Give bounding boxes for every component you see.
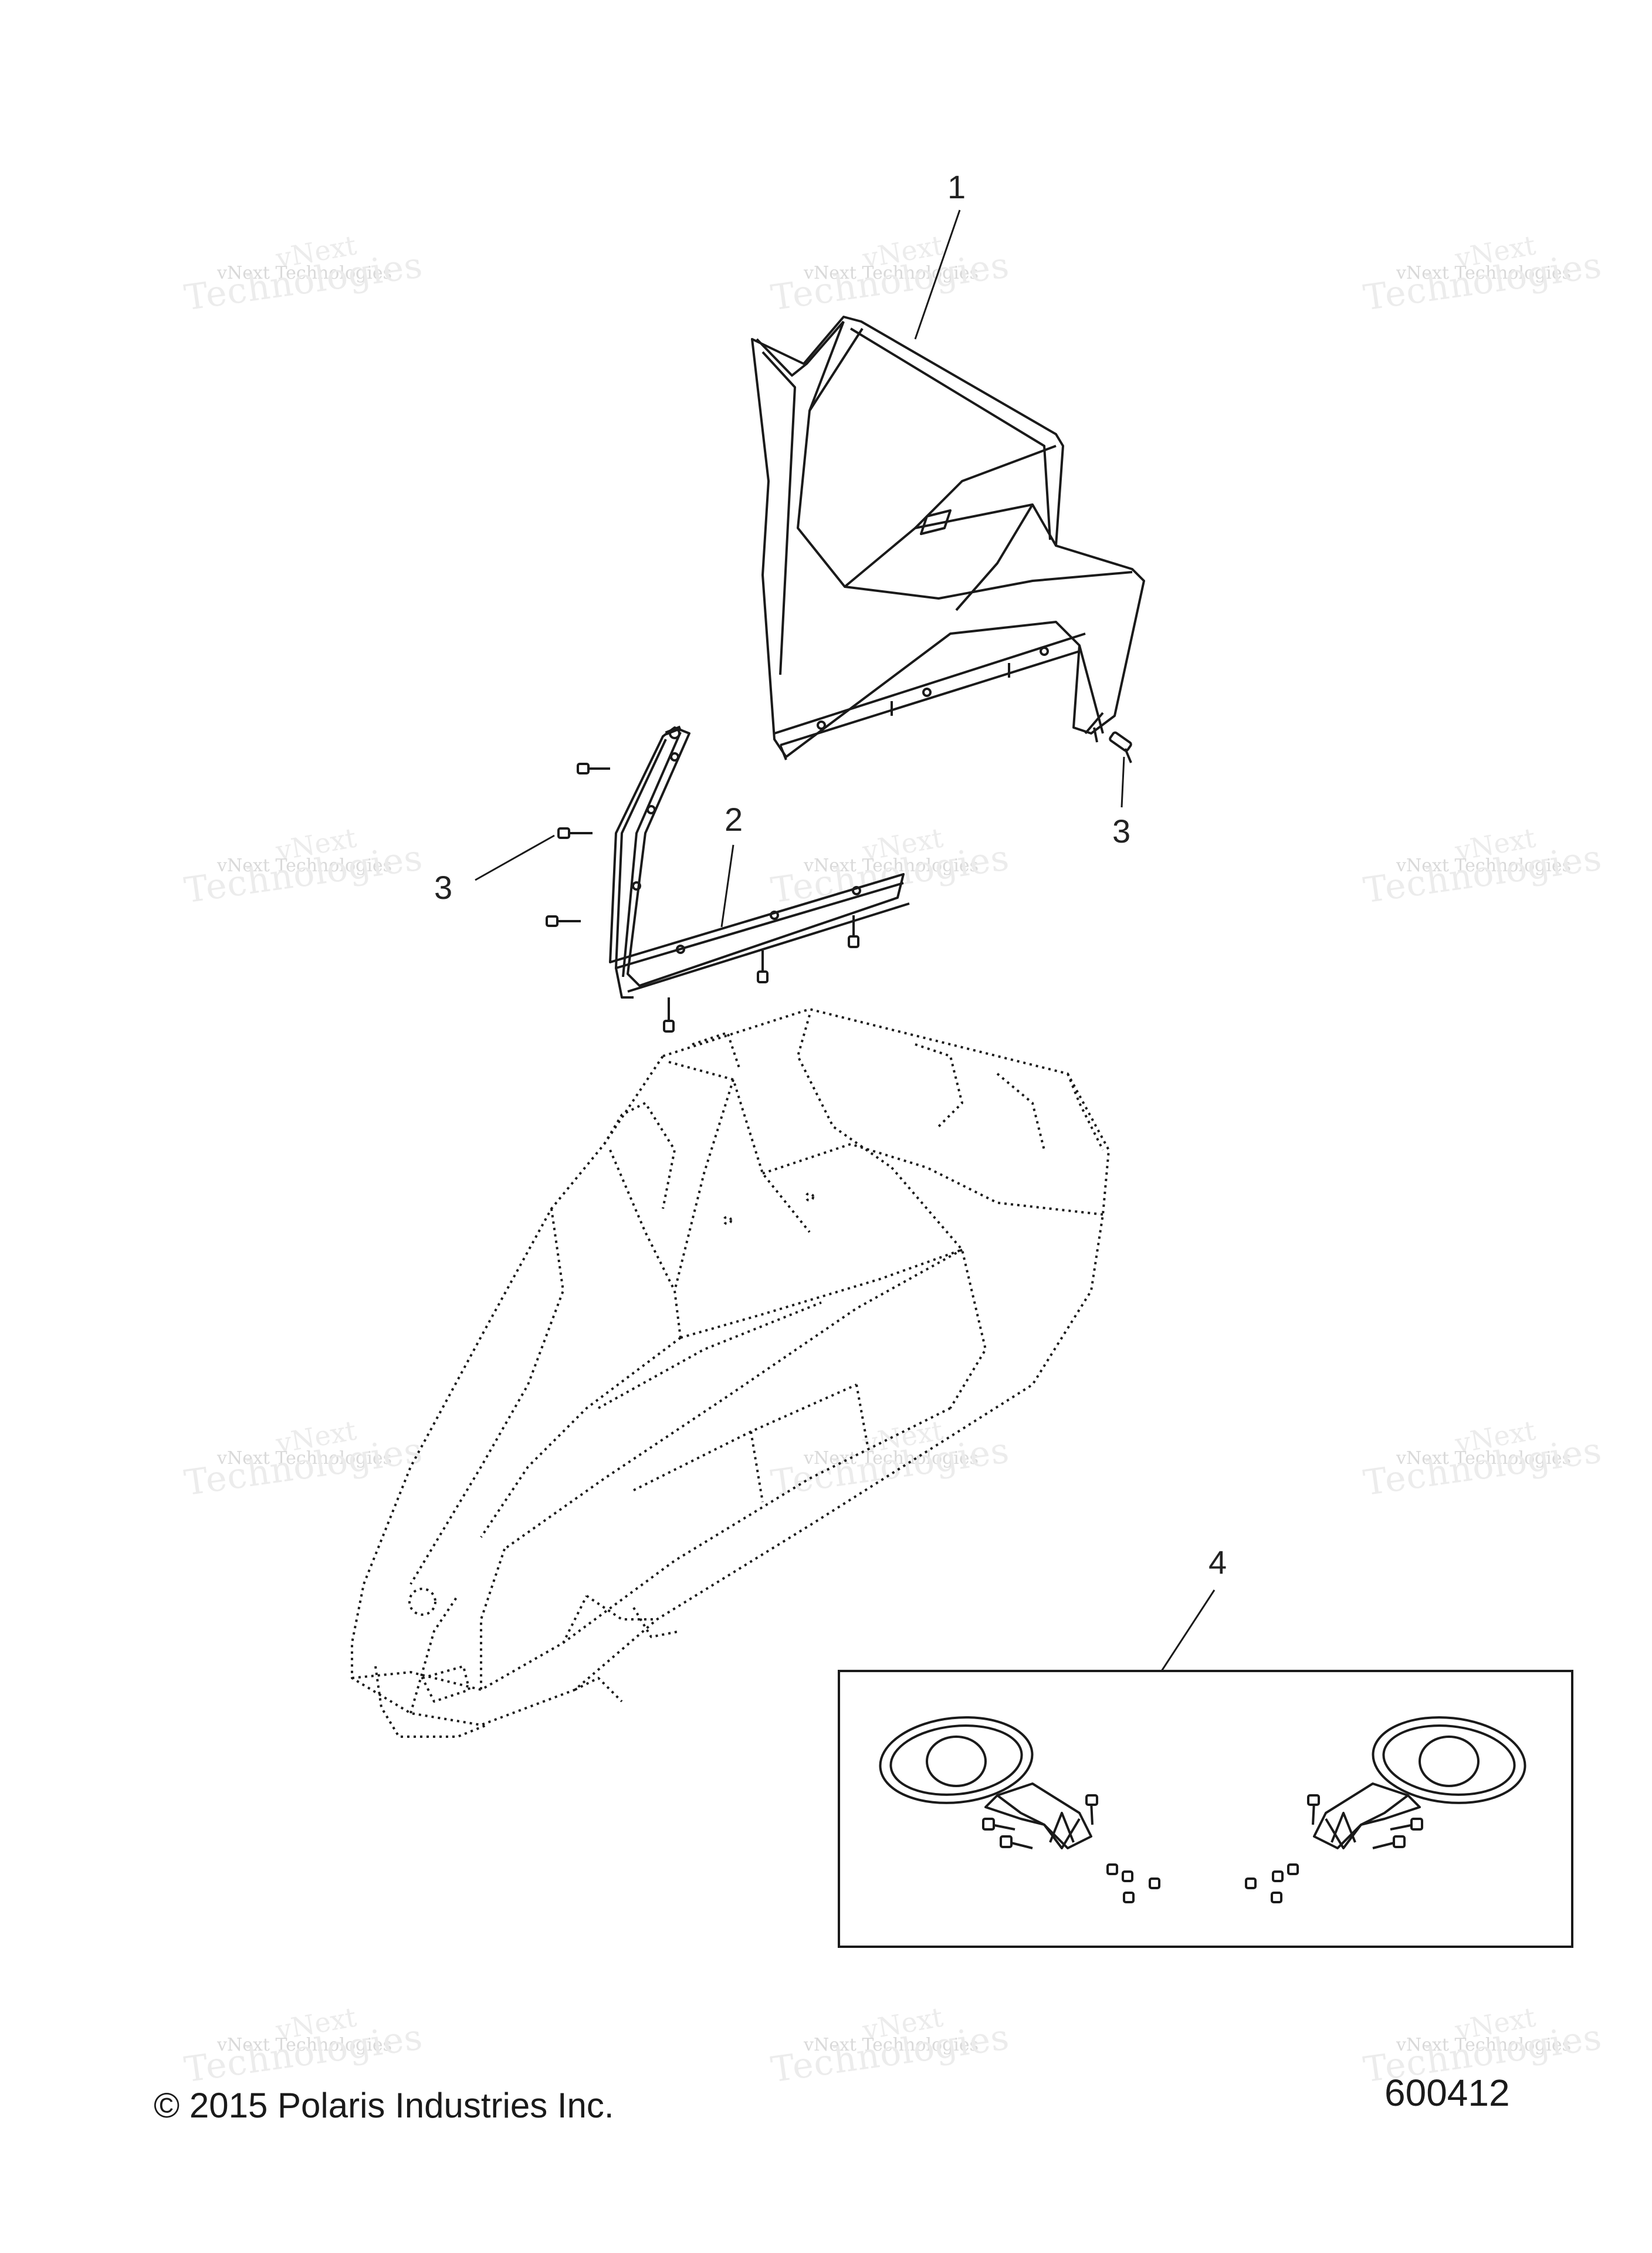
leader-line-3b (1120, 756, 1125, 808)
watermark-vnext-technologies: vNext Technologies (804, 2035, 979, 2055)
screw-icon (546, 763, 859, 1033)
watermark-vnext-technologies: vNext Technologies (217, 1448, 392, 1469)
watermark-vnext-technologies: vNext Technologies (1396, 855, 1572, 876)
watermark: vNext vNext Technologies Technologies (182, 229, 428, 340)
watermark: vNext vNext Technologies Technologies (182, 821, 428, 933)
right-mirror (1245, 1716, 1526, 1903)
hood-reference-outline (351, 1008, 1110, 1738)
watermark-vnext-technologies: vNext Technologies (804, 855, 979, 876)
copyright-text: © 2015 Polaris Industries Inc. (154, 2086, 614, 2125)
windshield-part (751, 316, 1145, 760)
watermark-vnext-technologies: vNext Technologies (217, 855, 392, 876)
callout-4: 4 (1208, 1544, 1227, 1581)
watermark-vnext-technologies: vNext Technologies (1396, 263, 1572, 283)
watermark: vNext vNext Technologies Technologies (182, 2001, 428, 2112)
watermark: vNext vNext Technologies Technologies (1361, 821, 1607, 933)
leader-line-3a (475, 834, 555, 881)
watermark-vnext-technologies: vNext Technologies (217, 2035, 392, 2055)
leader-lines (475, 209, 1216, 1672)
watermark: vNext vNext Technologies Technologies (769, 821, 1015, 933)
watermark: vNext vNext Technologies Technologies (769, 1414, 1015, 1525)
watermark: vNext vNext Technologies Technologies (1361, 1414, 1607, 1525)
mirror-kit-inset (838, 1670, 1573, 1948)
leader-line-1 (914, 209, 961, 340)
watermark-vnext-technologies: vNext Technologies (804, 1448, 979, 1469)
figure-number: 600412 (1384, 2072, 1510, 2114)
callout-1: 1 (947, 168, 966, 205)
callout-2: 2 (725, 801, 743, 838)
watermark-vnext-technologies: vNext Technologies (804, 263, 979, 283)
callout-3-left: 3 (434, 869, 453, 906)
watermark-vnext-technologies: vNext Technologies (1396, 2035, 1572, 2055)
watermark: vNext vNext Technologies Technologies (182, 1414, 428, 1525)
watermark: vNext vNext Technologies Technologies (769, 229, 1015, 340)
leader-line-4 (1160, 1589, 1216, 1672)
watermark-vnext-technologies: vNext Technologies (1396, 1448, 1572, 1469)
mirror-kit-box (838, 1670, 1573, 1948)
watermark: vNext vNext Technologies Technologies (1361, 2001, 1607, 2112)
bolt-icon (1109, 731, 1132, 763)
seal-strip-part (609, 725, 910, 999)
watermark: vNext vNext Technologies Technologies (1361, 229, 1607, 340)
callout-3-right: 3 (1112, 813, 1131, 850)
watermark-vnext-technologies: vNext Technologies (217, 263, 392, 283)
leader-line-2 (720, 844, 734, 928)
watermark: vNext vNext Technologies Technologies (769, 2001, 1015, 2112)
left-mirror (879, 1716, 1160, 1903)
